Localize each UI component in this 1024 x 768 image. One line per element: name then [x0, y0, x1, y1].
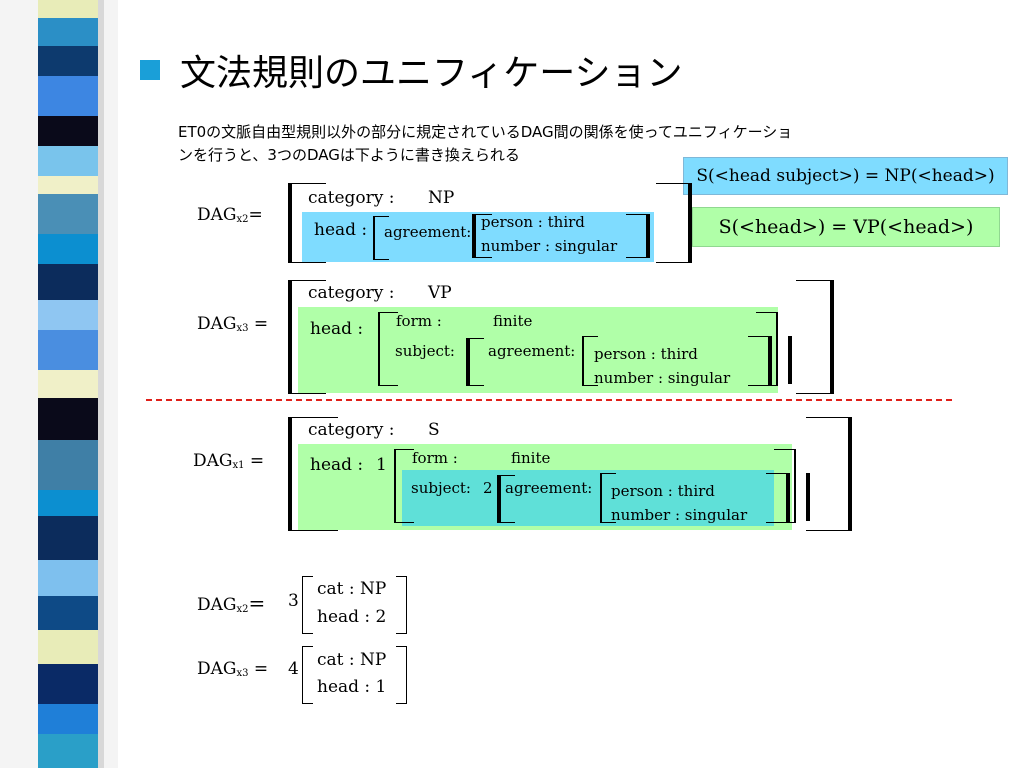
dag-x3-label: DAGx3 = [197, 314, 269, 334]
dag-x2-number: number : singular [481, 237, 618, 255]
dag-x3-agreement-key: agreement: [488, 342, 576, 360]
np-rule-box: S(<head subject>) = NP(<head>) [683, 157, 1008, 195]
dag-x2-short-tag: 3 [288, 591, 299, 611]
dag-x3-short-head: head : 1 [317, 677, 387, 697]
dag-x3-short-label: DAGx3 = [197, 659, 269, 679]
dag-x1-subject-bracket [497, 475, 515, 523]
dag-x1-category-val: S [428, 420, 440, 440]
dag-x1-agreement-key: agreement: [505, 479, 593, 497]
dag-x3-form-val: finite [493, 312, 533, 330]
dag-x3-left-bracket [288, 280, 326, 394]
dag-x3-person: person : third [594, 345, 698, 363]
section-divider [146, 399, 952, 401]
dag-x2-label: DAGx2= [197, 205, 263, 225]
dag-x2-left-bracket [288, 183, 326, 263]
dag-x3-subject-key: subject: [395, 342, 455, 360]
dag-x2-head-key: head : [314, 220, 368, 240]
dag-x3-short-right-bracket [396, 646, 407, 704]
dag-x1-form-val: finite [511, 449, 551, 467]
dag-x2-person: person : third [481, 213, 585, 231]
dag-x1-agreement-bracket [600, 473, 616, 523]
dag-x3-short-left-bracket [302, 646, 313, 704]
dag-x2-agreement-bracket [472, 214, 492, 258]
title-bullet [140, 60, 160, 80]
dag-x2-short-label: DAGx2= [197, 591, 266, 615]
vp-rule-box: S(<head>) = VP(<head>) [692, 207, 1000, 247]
dag-x2-category-key: category : [308, 188, 395, 208]
dag-x1-subject-highlight [402, 470, 774, 526]
dag-x3-number: number : singular [594, 369, 731, 387]
dag-x2-agreement-right-bracket [626, 214, 650, 258]
dag-x3-agreement-bracket [582, 336, 598, 386]
dag-x1-form-key: form : [412, 449, 458, 467]
dag-x3-head-key: head : [310, 319, 364, 339]
dag-x1-left-bracket [288, 417, 338, 531]
dag-x1-subject-right-bracket [792, 473, 810, 521]
dag-x1-person: person : third [611, 482, 715, 500]
dag-x1-right-bracket [806, 417, 852, 531]
dag-x3-category-key: category : [308, 283, 395, 303]
dag-x2-short-right-bracket [396, 576, 407, 634]
dag-x2-short-left-bracket [302, 576, 313, 634]
dag-x2-category-val: NP [428, 188, 455, 208]
dag-x1-category-key: category : [308, 420, 395, 440]
dag-x3-short-tag: 4 [288, 659, 299, 679]
dag-x3-form-key: form : [396, 312, 442, 330]
decorative-side-strip [0, 0, 118, 768]
dag-x1-subject-tag: 2 [483, 479, 493, 497]
dag-x1-head-key: head : [310, 455, 364, 475]
dag-x2-short-cat: cat : NP [317, 579, 387, 599]
dag-x1-subject-key: subject: [411, 479, 471, 497]
dag-x1-head-tag: 1 [376, 455, 387, 475]
dag-x3-right-bracket [796, 280, 834, 394]
dag-x3-short-cat: cat : NP [317, 650, 387, 670]
dag-x3-head-bracket [378, 312, 398, 386]
dag-x2-head-highlight [302, 212, 654, 262]
dag-x1-label: DAGx1 = [193, 451, 265, 471]
dag-x2-right-bracket [656, 183, 692, 263]
page-title: 文法規則のユニフィケーション [180, 53, 683, 94]
dag-x3-subject-bracket [466, 338, 484, 386]
dag-x3-subject-right-bracket [774, 336, 792, 384]
dag-x3-agreement-right-bracket [748, 336, 772, 386]
description-line-1: ET0の文脈自由型規則以外の部分に規定されているDAG間の関係を使ってユニフィケ… [178, 123, 793, 141]
dag-x1-number: number : singular [611, 506, 748, 524]
dag-x2-short-head: head : 2 [317, 607, 387, 627]
dag-x3-category-val: VP [428, 283, 452, 303]
dag-x2-head-bracket [373, 216, 389, 260]
dag-x1-agreement-right-bracket [766, 473, 790, 523]
dag-x2-agreement-key: agreement: [384, 223, 472, 241]
description-line-2: ンを行うと、3つのDAGは下ように書き換えられる [178, 146, 520, 164]
dag-x1-head-bracket [394, 449, 414, 523]
